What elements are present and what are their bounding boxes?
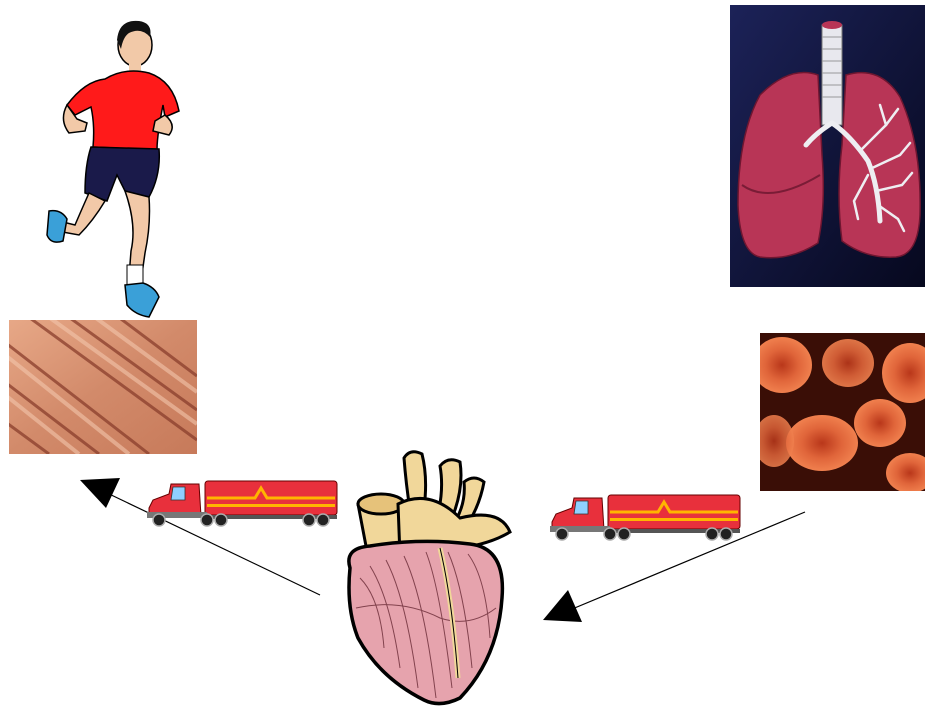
truck-right-figure bbox=[548, 492, 742, 544]
tanker-truck-icon bbox=[548, 492, 742, 544]
tanker-truck-icon bbox=[145, 478, 339, 530]
heart-icon bbox=[340, 448, 520, 710]
truck-left-figure bbox=[145, 478, 339, 530]
arrowhead-heart bbox=[543, 590, 582, 622]
arrowhead-muscle bbox=[80, 478, 120, 508]
heart-figure bbox=[340, 448, 520, 710]
